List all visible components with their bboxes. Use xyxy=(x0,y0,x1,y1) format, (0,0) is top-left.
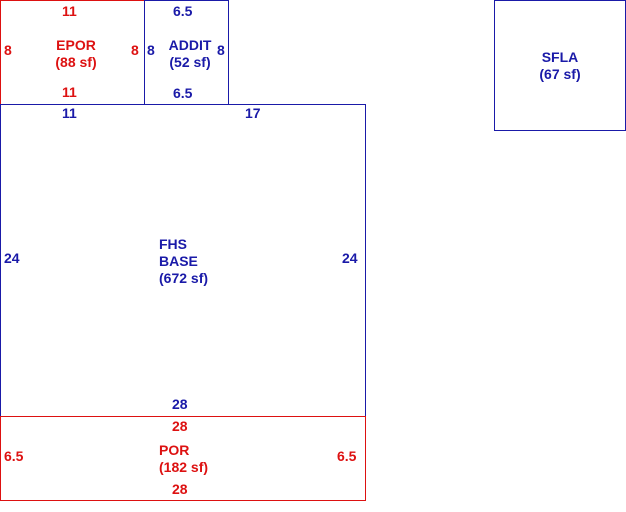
base-size: (672 sf) xyxy=(159,270,209,286)
epor-dim-top: 11 xyxy=(62,3,77,19)
por-size: (182 sf) xyxy=(159,459,209,475)
epor-size: (88 sf) xyxy=(55,54,97,70)
addit-label: ADDIT (52 sf) xyxy=(160,37,220,71)
epor-dim-right: 8 xyxy=(131,42,139,58)
addit-dim-bottom: 6.5 xyxy=(173,85,193,101)
base-dim-right: 24 xyxy=(342,250,358,266)
epor-dim-bottom: 11 xyxy=(62,84,77,100)
por-name: POR xyxy=(159,442,190,458)
base-name-line1: FHS xyxy=(159,236,187,252)
por-dim-top: 28 xyxy=(172,418,188,434)
epor-label: EPOR (88 sf) xyxy=(40,37,112,71)
base-label: FHS BASE (672 sf) xyxy=(159,236,208,287)
sfla-label: SFLA (67 sf) xyxy=(525,49,595,83)
addit-size: (52 sf) xyxy=(169,54,211,70)
por-dim-right: 6.5 xyxy=(337,448,357,464)
base-dim-left: 24 xyxy=(4,250,20,266)
sfla-name: SFLA xyxy=(541,49,579,65)
epor-dim-left: 8 xyxy=(4,42,12,58)
addit-dim-right: 8 xyxy=(217,42,225,58)
por-dim-bottom: 28 xyxy=(172,481,188,497)
base-dim-bottom: 28 xyxy=(172,396,188,412)
epor-name: EPOR xyxy=(56,37,96,53)
por-dim-left: 6.5 xyxy=(4,448,24,464)
addit-dim-left: 8 xyxy=(147,42,155,58)
addit-name: ADDIT xyxy=(168,37,212,53)
sfla-size: (67 sf) xyxy=(539,66,581,82)
por-label: POR (182 sf) xyxy=(159,442,208,476)
por-area xyxy=(0,416,366,501)
base-name-line2: BASE xyxy=(159,253,198,269)
addit-dim-top: 6.5 xyxy=(173,3,193,19)
base-dim-top-right: 17 xyxy=(245,105,261,121)
base-dim-top-left: 11 xyxy=(62,105,77,121)
